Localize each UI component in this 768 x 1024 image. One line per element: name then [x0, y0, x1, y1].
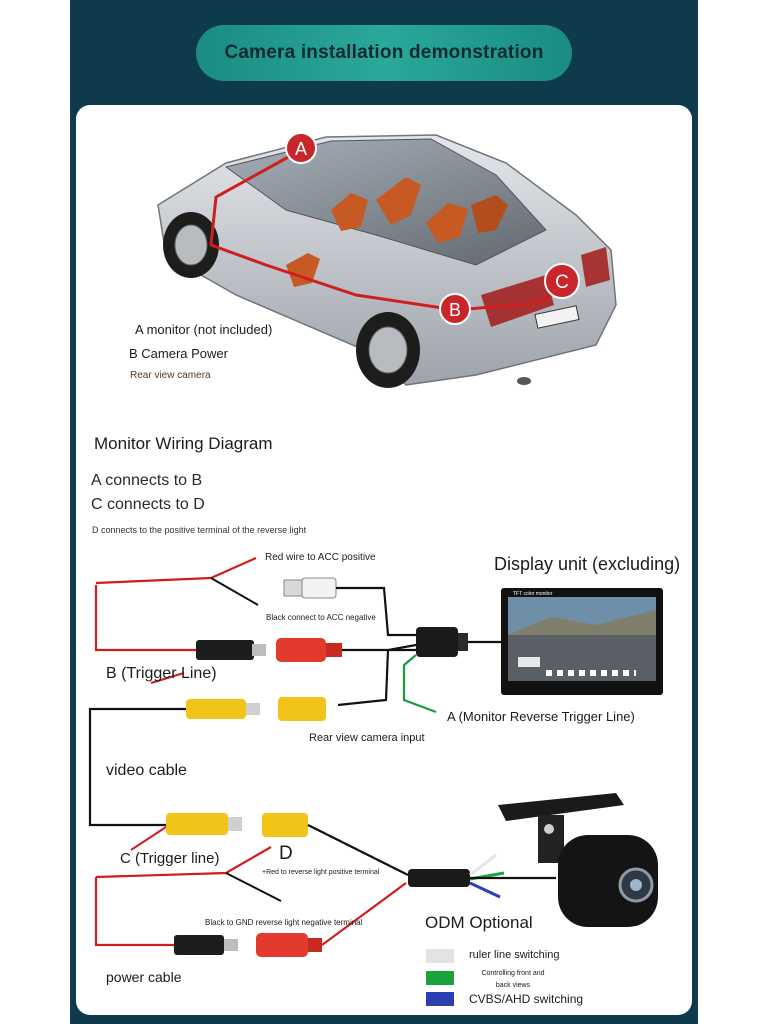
display-monitor: TFT color monitor	[501, 588, 663, 695]
legend-swatch-gray	[426, 949, 454, 963]
wiring-diagram: TFT color monitor	[88, 556, 663, 957]
marker-c: C	[544, 263, 580, 299]
dc-socket-red-top	[276, 638, 342, 662]
odm-heading: ODM Optional	[425, 913, 533, 932]
rear-camera	[498, 793, 658, 927]
dc-plug-bottom	[174, 935, 238, 955]
left-margin	[0, 0, 70, 1024]
legend-a: A monitor (not included)	[135, 322, 273, 337]
marker-b-label: B	[449, 300, 461, 320]
product-frame: Camera installation demonstration	[70, 0, 698, 1024]
display-unit-label: Display unit (excluding)	[494, 554, 681, 574]
acc-power-wires	[94, 556, 259, 652]
camera-splitter	[408, 853, 556, 899]
legend-swatch-blue	[426, 992, 454, 1006]
rca-yellow-pair-top	[186, 697, 326, 721]
cable-power-to-splitter	[321, 882, 407, 946]
legend-c: Rear view camera	[130, 370, 211, 381]
trigger-b-wire	[150, 672, 185, 684]
rule-c-d: C connects to D	[91, 496, 205, 513]
route-wire	[209, 148, 562, 312]
cable-hub-to-video	[337, 643, 417, 707]
marker-b: B	[439, 293, 471, 325]
wiring-heading: Monitor Wiring Diagram	[94, 434, 273, 453]
green-trigger-wire	[402, 654, 437, 714]
rule-d-reverse: D connects to the positive terminal of t…	[92, 525, 307, 535]
content-panel: A B C A monitor (not included) B Camera …	[76, 105, 692, 1015]
legend-label-ruler: ruler line switching	[469, 949, 560, 961]
power-wires-bottom	[94, 846, 282, 947]
trigger-c-wire	[130, 826, 167, 851]
rca-white	[283, 577, 337, 599]
dc-socket-red-bottom	[256, 933, 322, 957]
legend-b: B Camera Power	[129, 346, 228, 361]
car-body	[157, 134, 617, 388]
red-acc-label: Red wire to ACC positive	[265, 552, 376, 563]
car-illustration: A B C	[157, 132, 617, 388]
rule-a-b: A connects to B	[91, 472, 203, 489]
cable-hub-monitor	[416, 627, 468, 657]
black-gnd-label: Black to GND reverse light negative term…	[205, 918, 363, 927]
marker-a-label: A	[295, 139, 307, 159]
title-banner: Camera installation demonstration	[196, 25, 572, 81]
marker-a: A	[285, 132, 317, 164]
c-trigger-label: C (Trigger line)	[120, 850, 220, 867]
a-trigger-label: A (Monitor Reverse Trigger Line)	[447, 709, 635, 724]
cable-video-to-splitter	[307, 824, 409, 876]
monitor-screen-label: TFT color monitor	[513, 591, 553, 597]
b-trigger-label: B (Trigger Line)	[106, 665, 217, 682]
right-margin	[698, 0, 768, 1024]
legend-label-cvbs: CVBS/AHD switching	[469, 992, 584, 1006]
power-cable-label: power cable	[106, 969, 182, 985]
black-acc-label: Black connect to ACC negative	[266, 613, 376, 622]
legend-swatch-green	[426, 971, 454, 985]
rca-yellow-pair-bottom	[166, 813, 308, 837]
legend-label-views: Controlling front and back views	[481, 970, 545, 989]
page-title: Camera installation demonstration	[224, 42, 544, 63]
video-cable-label: video cable	[106, 762, 187, 779]
dc-plug-top	[196, 640, 266, 660]
d-label: D	[279, 843, 293, 864]
red-reverse-label: +Red to reverse light positive terminal	[262, 869, 380, 876]
marker-c-label: C	[555, 272, 569, 293]
cable-white-to-hub	[336, 586, 416, 637]
video-cable-wire	[88, 707, 186, 827]
camera-input-label: Rear view camera input	[309, 732, 425, 744]
